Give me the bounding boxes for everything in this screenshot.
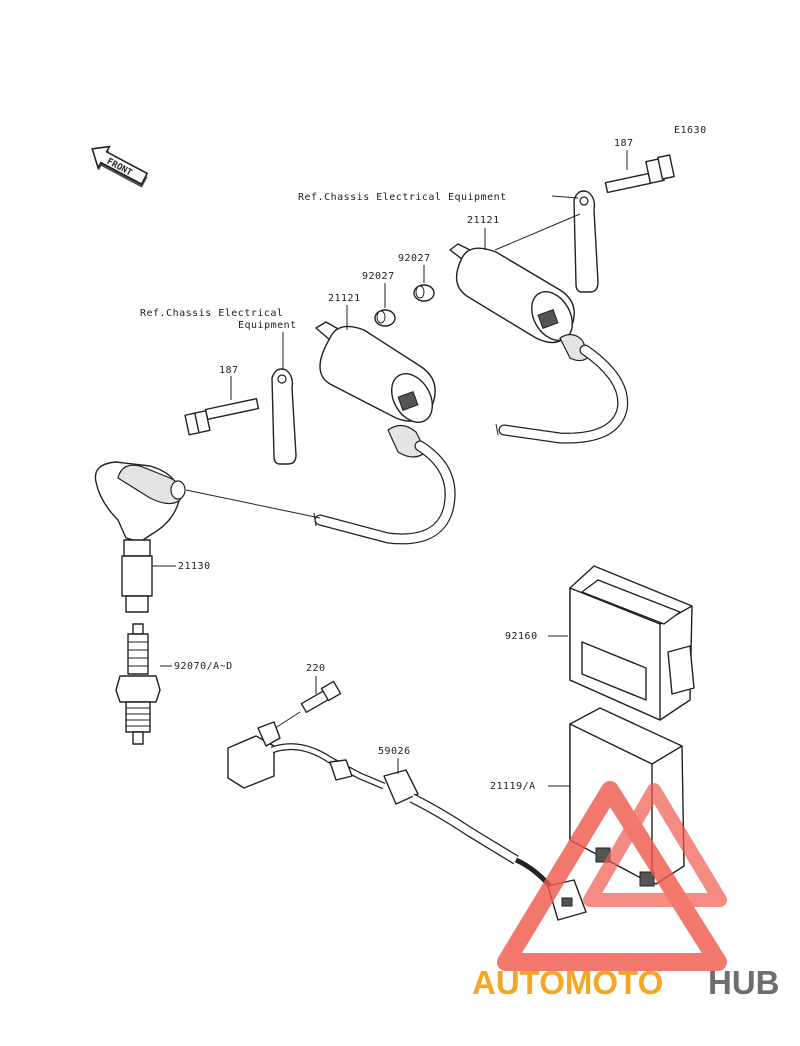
front-arrow-icon: FRONT (91, 145, 149, 188)
bolt-small (300, 680, 342, 714)
ignition-coil-right (449, 243, 629, 444)
watermark-brand-part2: HUB (708, 964, 780, 1001)
part-label-spacer-left: 92027 (362, 271, 395, 282)
igniter-unit (569, 707, 685, 887)
pickup-coil-harness (227, 721, 587, 921)
diagram-code: E1630 (674, 125, 707, 136)
spacer-right (413, 284, 435, 302)
plug-cap (94, 461, 186, 613)
part-label-igniter: 21119/A (490, 781, 536, 792)
ground-strap-right (573, 190, 599, 293)
ref-chassis-right: Ref.Chassis Electrical Equipment (298, 192, 507, 203)
ref-chassis-left-line1: Ref.Chassis Electrical (140, 308, 283, 319)
ground-strap-left (271, 368, 297, 465)
part-label-bolt-right: 187 (614, 138, 634, 149)
part-label-spacer-right: 92027 (398, 253, 431, 264)
watermark-text: AUTOMOTO HUB (472, 964, 780, 1001)
cdi-cover (569, 565, 695, 721)
part-label-pickup-clamp: 59026 (378, 746, 411, 757)
bolt-left (184, 398, 260, 436)
part-label-cdi-cover: 92160 (505, 631, 538, 642)
part-label-spark-plug: 92070/A~D (174, 661, 233, 672)
part-label-coil-left: 21121 (328, 293, 361, 304)
watermark-logo-icon (497, 781, 727, 971)
spark-plug (115, 623, 161, 745)
part-label-plug-cap: 21130 (178, 561, 211, 572)
part-label-bolt-small: 220 (306, 663, 326, 674)
bolt-right (604, 150, 675, 194)
ignition-coil-left (313, 321, 456, 545)
watermark-brand-part1: AUTOMOTO (472, 964, 663, 1001)
part-label-bolt-left: 187 (219, 365, 239, 376)
spacer-left (374, 309, 396, 327)
ref-chassis-left-line2: Equipment (238, 320, 297, 331)
part-label-coil-right: 21121 (467, 215, 500, 226)
